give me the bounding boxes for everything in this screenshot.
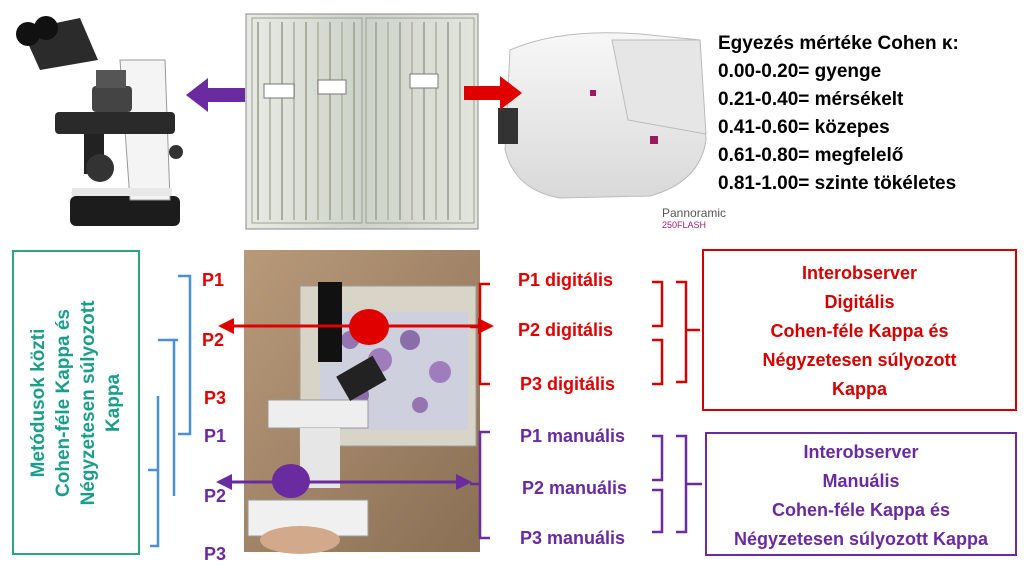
- legend-row: 0.21-0.40= mérsékelt: [718, 89, 904, 110]
- pathologist-label: P1: [204, 426, 227, 446]
- digital-label: P3 digitális: [520, 374, 616, 394]
- scanner-logo-bottom: 250FLASH: [662, 220, 706, 230]
- slide-box-photo: [245, 13, 479, 230]
- pathologist-label: P1: [202, 270, 225, 290]
- scanner-logo-top: Pannoramic: [662, 206, 726, 220]
- legend-row: 0.41-0.60= közepes: [718, 117, 890, 138]
- digital-label: P1 digitális: [518, 270, 614, 290]
- interobserver-digital-box: Interobserver Digitális Cohen-féle Kappa…: [702, 249, 1017, 411]
- method-comparison-box: Metódusok közti Cohen-féle Kappa és Négy…: [12, 250, 140, 555]
- pathologist-label: P3: [204, 388, 227, 408]
- interobserver-manual-box: Interobserver Manuális Cohen-féle Kappa …: [705, 432, 1017, 556]
- manual-brackets: [470, 430, 702, 540]
- legend-row: 0.81-1.00= szinte tökéletes: [718, 173, 957, 194]
- kappa-legend: Egyezés mértéke Cohen κ: 0.00-0.20= gyen…: [718, 30, 1018, 198]
- legend-row: 0.61-0.80= megfelelő: [718, 145, 904, 166]
- arrow-to-scanner: [464, 76, 522, 110]
- legend-row: 0.00-0.20= gyenge: [718, 61, 882, 82]
- scanner-illustration: [498, 32, 707, 199]
- purple-comparison-arrow: [216, 464, 472, 498]
- pathologist-label: P2: [202, 330, 225, 350]
- microscope-illustration: [16, 16, 183, 226]
- legend-title: Egyezés mértéke Cohen κ:: [718, 33, 959, 54]
- pathologist-label: P2: [204, 486, 227, 506]
- pathologist-label: P3: [204, 544, 227, 564]
- workstation-photo: [244, 250, 480, 554]
- method-comparison-text: Metódusok közti Cohen-féle Kappa és Négy…: [28, 300, 124, 505]
- manual-label: P2 manuális: [522, 478, 628, 498]
- digital-brackets: [470, 280, 700, 386]
- manual-label: P3 manuális: [520, 528, 626, 548]
- manual-label: P1 manuális: [520, 426, 626, 446]
- method-comparison-brackets: [148, 274, 192, 548]
- red-comparison-arrow: [218, 309, 494, 345]
- arrow-to-microscope: [186, 78, 245, 112]
- digital-label: P2 digitális: [518, 320, 614, 340]
